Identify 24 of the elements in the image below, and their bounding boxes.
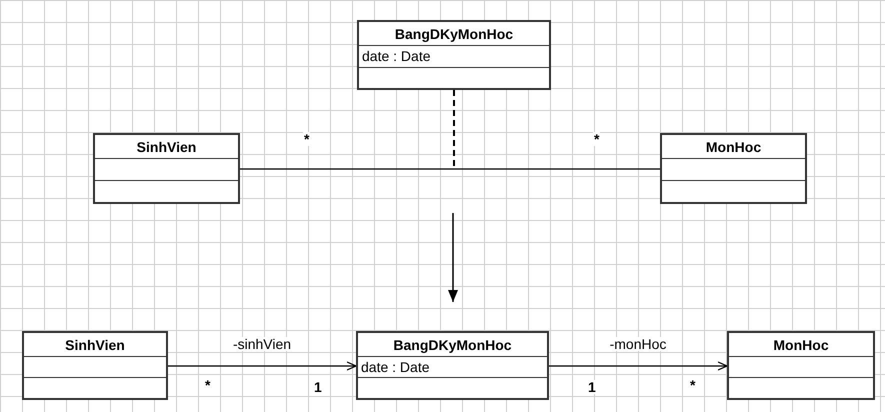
- multiplicity-label: *: [593, 132, 600, 146]
- class-box: [22, 331, 168, 400]
- class-name: SinhVien: [136, 140, 196, 154]
- dashed-link: [453, 90, 455, 168]
- multiplicity-label: 1: [313, 380, 323, 394]
- attribute-text: date : Date: [362, 49, 432, 64]
- association-line: [168, 361, 357, 371]
- attribute-text: date : Date: [361, 360, 430, 374]
- multiplicity-label: 1: [587, 380, 597, 394]
- class-name: BangDKyMonHoc: [394, 26, 514, 40]
- class-box: [660, 133, 807, 204]
- class-box: [93, 133, 240, 204]
- class-box: [357, 20, 551, 90]
- multiplicity-label: *: [303, 132, 310, 146]
- class-box: [356, 331, 549, 400]
- class-name: BangDKyMonHoc: [393, 338, 512, 352]
- class-name: SinhVien: [65, 338, 125, 352]
- class-name: MonHoc: [706, 140, 762, 154]
- edge-label: -sinhVien: [230, 337, 294, 351]
- association-line: [549, 361, 728, 371]
- association-line: [240, 168, 660, 170]
- class-box: [727, 331, 875, 400]
- edge-label: -monHoc: [608, 337, 668, 351]
- class-name: MonHoc: [773, 338, 829, 352]
